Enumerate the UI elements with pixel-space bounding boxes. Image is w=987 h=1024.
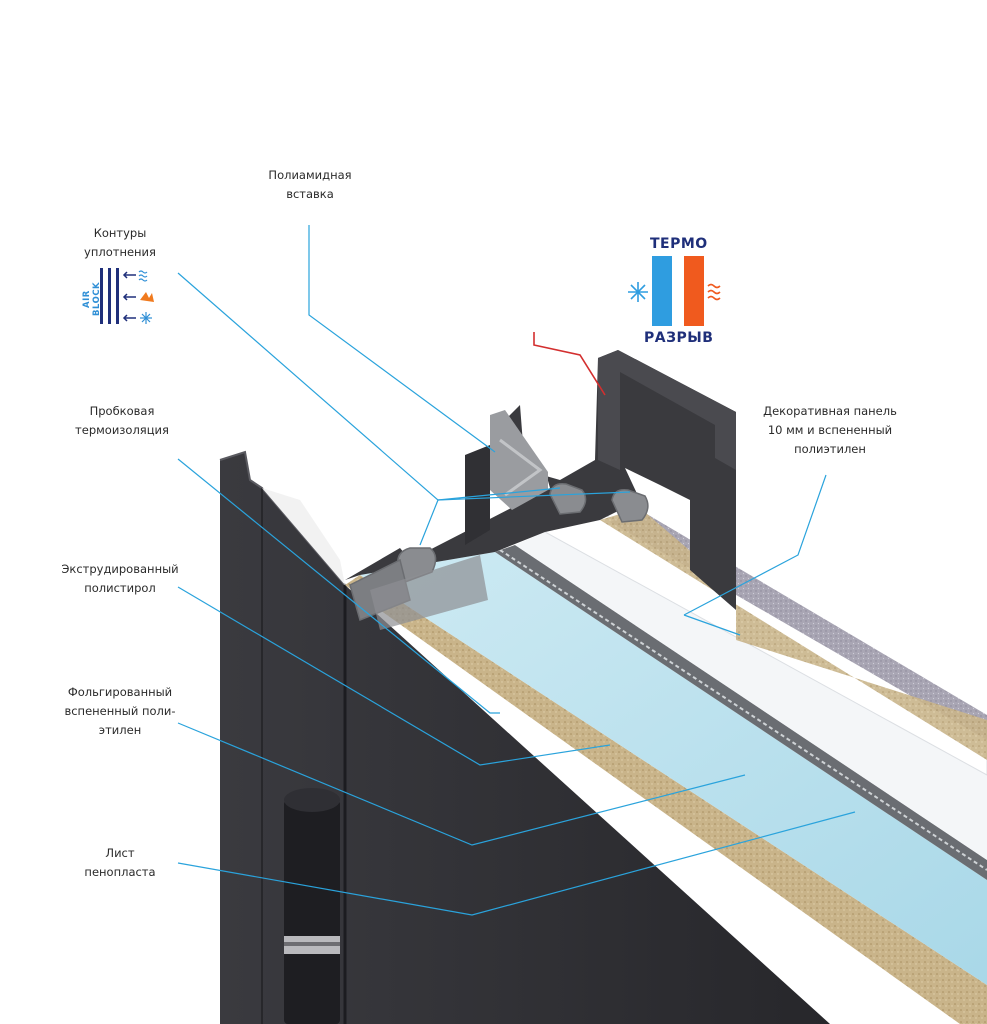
fire-icon (140, 292, 154, 302)
steel-door-leaf (220, 452, 830, 1024)
leader-seals (177, 272, 439, 546)
thermo-badge-top-text: ТЕРМО (650, 236, 708, 252)
leader-cork (177, 458, 500, 714)
hot-bar (684, 256, 704, 326)
leader-lines (177, 225, 856, 916)
door-hinge (284, 788, 340, 1024)
cork-layer (345, 575, 987, 1024)
thermo-break-marker (533, 332, 606, 396)
leader-xps (177, 586, 611, 766)
snowflake-icon (628, 282, 648, 302)
foil-pe-layer (495, 545, 987, 880)
xps-layer (360, 552, 987, 985)
airflow-icon (138, 270, 148, 282)
frame-profile (345, 350, 736, 610)
leader-foil-pe (177, 722, 746, 846)
polyamide-insert (490, 410, 548, 510)
thermo-break-badge (628, 256, 721, 326)
snowflake-icon (140, 312, 152, 324)
foam-sheet-layer (515, 532, 987, 860)
leader-polyamide (308, 225, 496, 453)
cold-bar (652, 256, 672, 326)
leader-decor-panel (683, 474, 827, 616)
airblock-icon (100, 268, 154, 324)
airblock-label: AIR BLOCK (82, 281, 102, 317)
leader-foam-sheet (177, 811, 856, 916)
heat-waves-icon (707, 283, 721, 301)
thermo-badge-bottom-text: РАЗРЫВ (644, 330, 714, 346)
